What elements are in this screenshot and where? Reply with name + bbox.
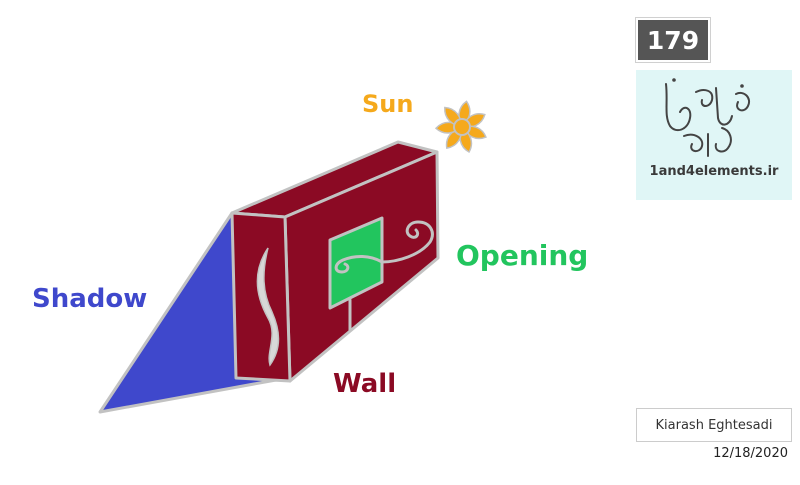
opening-label: Opening: [456, 239, 588, 272]
wall-swoosh: [256, 247, 280, 367]
calligraphy-logo-icon: [665, 78, 750, 157]
opening-swirl-right: [380, 220, 434, 264]
wall-label: Wall: [333, 369, 396, 399]
brand-url-link[interactable]: 1and4elements.ir: [649, 164, 779, 179]
opening-window: [328, 216, 384, 310]
sun-icon: [434, 100, 487, 154]
sun-label: Sun: [362, 90, 413, 118]
brand-panel[interactable]: 1and4elements.ir: [636, 70, 792, 200]
shadow-label: Shadow: [32, 284, 147, 314]
opening-swirl-left: [334, 255, 384, 274]
author-name: Kiarash Eghtesadi: [636, 408, 792, 442]
issue-number-badge: 179: [636, 18, 710, 62]
date-stamp: 12/18/2020: [713, 446, 788, 461]
